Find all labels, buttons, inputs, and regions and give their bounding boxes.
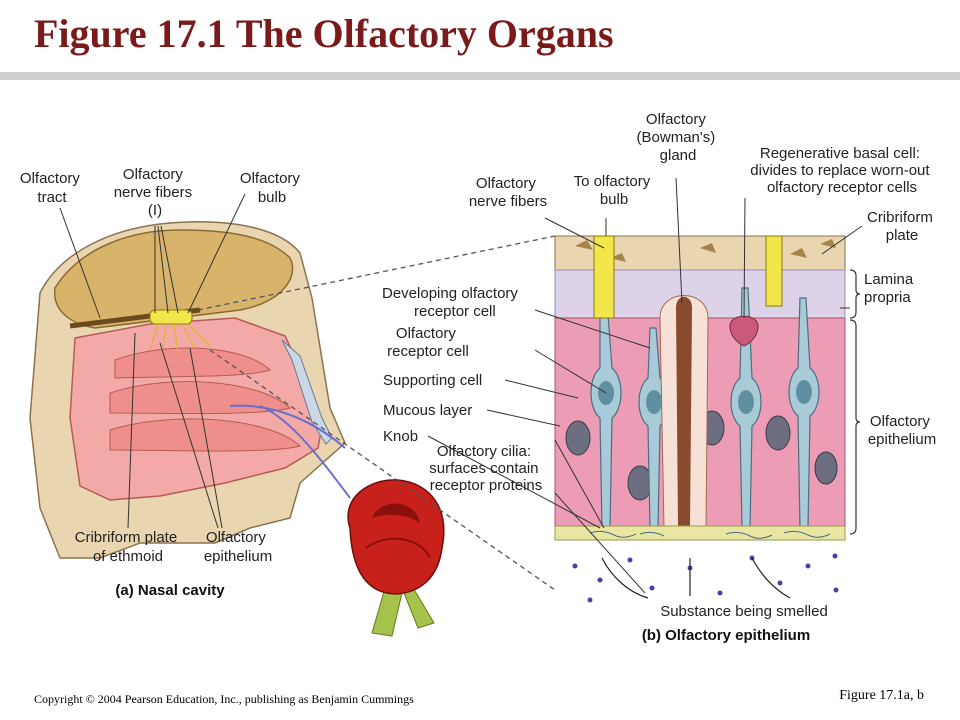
label-olfactory-epithelium-b: Olfactory epithelium <box>868 413 936 448</box>
nerve-fiber-strands <box>149 323 211 355</box>
label-receptor-cell: Olfactory receptor cell <box>387 325 469 360</box>
label-cribriform-ethmoid: Cribriform plate of ethmoid <box>75 529 182 565</box>
caption-nasal-cavity: (a) Nasal cavity <box>115 582 225 599</box>
label-olfactory-epithelium-a: Olfactory epithelium <box>204 529 272 565</box>
nasal-bridge-cartilage <box>281 339 333 445</box>
label-substance-smelled: Substance being smelled <box>660 603 828 620</box>
label-bowmans-gland: Olfactory (Bowman's) gland <box>637 111 720 164</box>
cilia <box>589 530 831 539</box>
label-basal-cell: Regenerative basal cell: divides to repl… <box>750 145 933 196</box>
label-olfactory-tract: Olfactory tract <box>20 170 84 206</box>
olfactory-bulb-shape <box>149 309 193 325</box>
label-mucous-layer: Mucous layer <box>383 402 472 419</box>
label-nerve-fibers-b: Olfactory nerve fibers <box>469 175 547 210</box>
label-cribriform-plate-b: Cribriform plate <box>867 209 937 244</box>
nasal-cavity-illustration <box>29 221 351 559</box>
airflow-arrows <box>229 404 351 499</box>
label-to-olfactory-bulb: To olfactory bulb <box>574 173 655 208</box>
label-olfactory-cilia: Olfactory cilia: surfaces contain recept… <box>429 443 542 494</box>
odorant-molecules <box>572 553 839 603</box>
figure-reference: Figure 17.1a, b <box>839 688 924 703</box>
label-supporting-cell: Supporting cell <box>383 372 482 389</box>
label-knob: Knob <box>383 428 418 445</box>
slide-title: Figure 17.1 The Olfactory Organs <box>34 11 614 56</box>
label-olfactory-bulb-a: Olfactory bulb <box>240 170 304 206</box>
odorant-arrows <box>601 557 791 599</box>
caption-olfactory-epithelium: (b) Olfactory epithelium <box>642 627 810 644</box>
zoom-callout-lines <box>197 235 556 591</box>
nerve-fiber-bundles <box>593 235 783 319</box>
label-nerve-fibers-a: Olfactory nerve fibers (I) <box>114 166 197 219</box>
label-lamina-propria: Lamina propria <box>864 271 917 306</box>
copyright-notice: Copyright © 2004 Pearson Education, Inc.… <box>34 692 414 706</box>
gland-duct <box>676 296 692 526</box>
leader-lines <box>59 177 863 594</box>
rose-bloom <box>347 479 445 595</box>
label-developing-receptor: Developing olfactory receptor cell <box>382 285 522 320</box>
title-divider <box>0 72 960 80</box>
olfactory-figure: Olfactory tract Olfactory nerve fibers (… <box>20 111 937 644</box>
rose-illustration <box>347 479 445 637</box>
layer-brackets <box>849 269 861 535</box>
olfactory-epithelium-illustration <box>554 235 846 603</box>
